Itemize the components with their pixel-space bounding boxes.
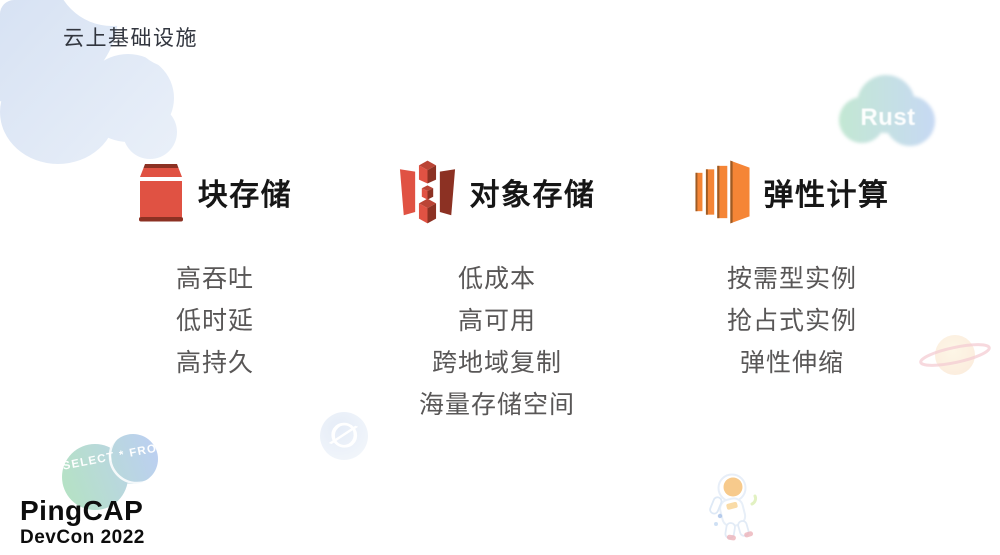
aws-ec2-elastic-compute-icon bbox=[694, 160, 750, 224]
null-coin-glyph: ∅ bbox=[324, 413, 364, 459]
brand-event: DevCon 2022 bbox=[20, 527, 145, 548]
list-item: 按需型实例 bbox=[726, 265, 857, 293]
feature-list: 按需型实例 抢占式实例 弹性伸缩 bbox=[667, 258, 917, 384]
aws-s3-object-storage-icon bbox=[399, 160, 455, 224]
list-item: 抢占式实例 bbox=[726, 307, 857, 335]
feature-list: 低成本 高可用 跨地域复制 海量存储空间 bbox=[372, 258, 622, 426]
astronaut-icon bbox=[709, 473, 758, 541]
select-from-label: SELECT * FROM bbox=[61, 440, 170, 473]
column-title: 弹性计算 bbox=[763, 179, 890, 212]
page-title: 云上基础设施 bbox=[63, 27, 198, 50]
list-item: 高持久 bbox=[175, 349, 254, 377]
column-object-storage: 对象存储 低成本 高可用 跨地域复制 海量存储空间 bbox=[372, 146, 622, 426]
saturn-planet-icon bbox=[919, 335, 991, 375]
aws-ebs-block-storage-icon bbox=[138, 164, 183, 222]
list-item: 弹性伸缩 bbox=[739, 349, 844, 377]
column-header: 对象存储 bbox=[372, 146, 622, 238]
brand-name: PingCAP bbox=[20, 495, 144, 526]
column-header: 弹性计算 bbox=[667, 146, 917, 238]
list-item: 高吞吐 bbox=[175, 265, 254, 293]
list-item: 海量存储空间 bbox=[418, 391, 575, 419]
brand-logo: PingCAP DevCon 2022 bbox=[20, 497, 145, 549]
list-item: 低成本 bbox=[457, 265, 536, 293]
feature-list: 高吞吐 低时延 高持久 bbox=[90, 258, 340, 384]
column-title: 对象存储 bbox=[469, 179, 596, 212]
list-item: 低时延 bbox=[175, 307, 254, 335]
column-header: 块存储 bbox=[90, 146, 340, 238]
list-item: 高可用 bbox=[457, 307, 536, 335]
list-item: 跨地域复制 bbox=[431, 349, 562, 377]
column-title: 块存储 bbox=[197, 179, 293, 212]
column-block-storage: 块存储 高吞吐 低时延 高持久 bbox=[90, 146, 340, 384]
rust-cloud-label: Rust bbox=[860, 104, 916, 131]
column-elastic-compute: 弹性计算 按需型实例 抢占式实例 弹性伸缩 bbox=[667, 146, 917, 384]
